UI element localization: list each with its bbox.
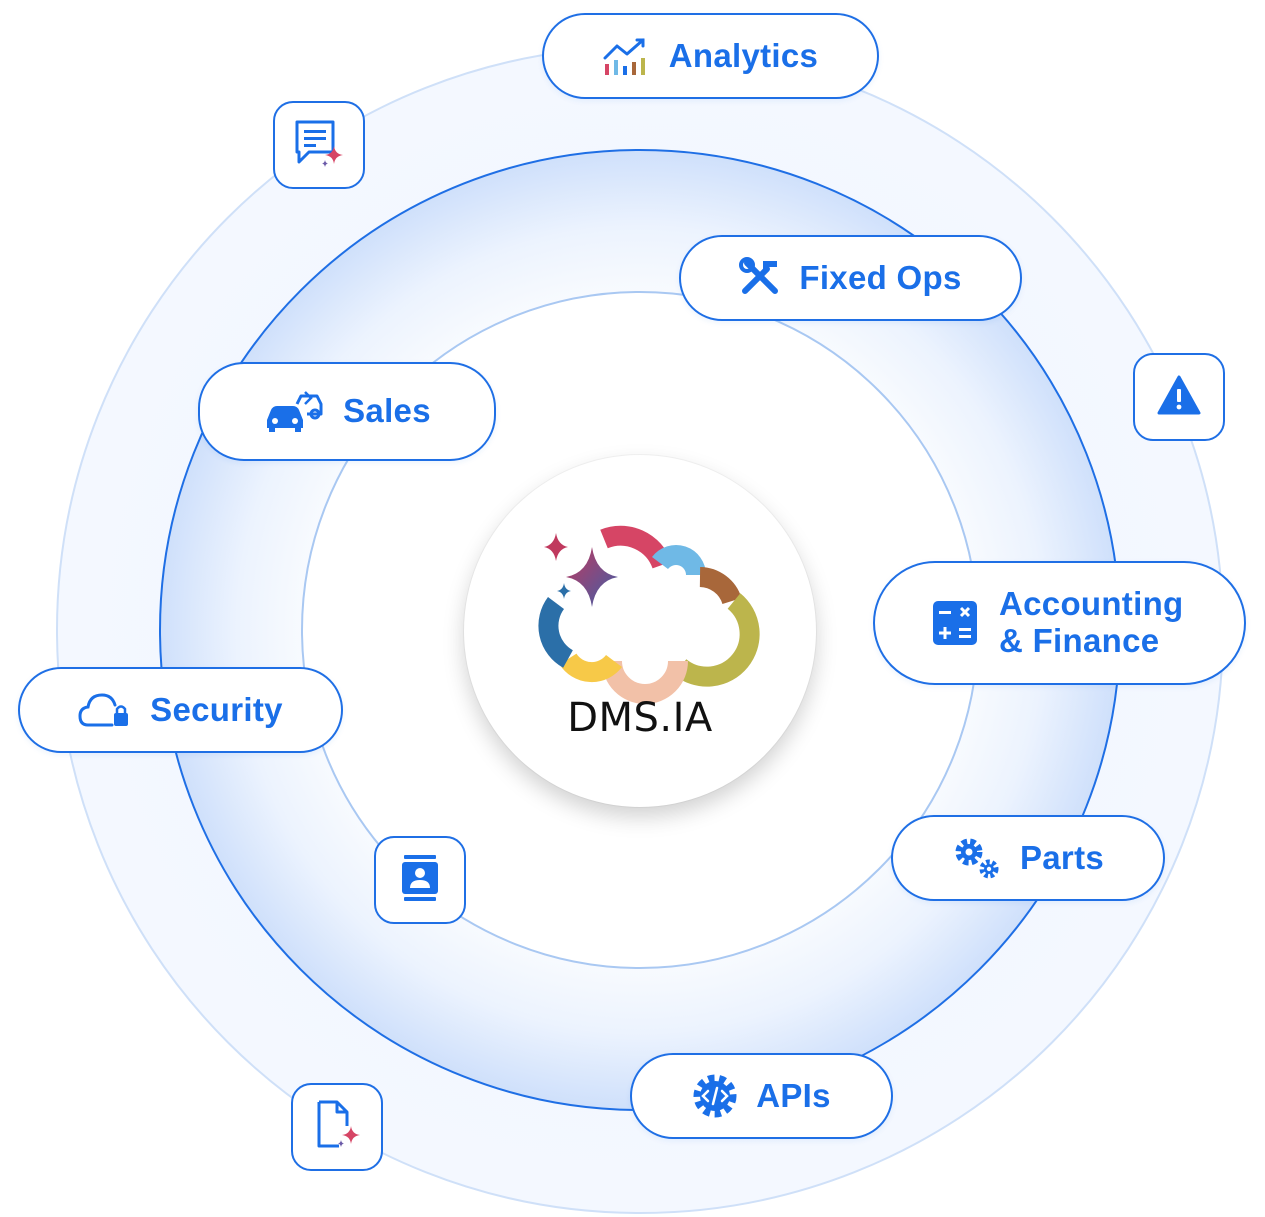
apis-pill[interactable]: APIs: [630, 1053, 893, 1139]
fixed-ops-pill[interactable]: Fixed Ops: [679, 235, 1022, 321]
ai-chat-icon: [293, 118, 345, 173]
parts-label: Parts: [1019, 838, 1105, 876]
analytics-chart-icon: [603, 36, 651, 76]
analytics-pill[interactable]: Analytics: [542, 13, 879, 99]
car-sales-icon: [263, 390, 325, 434]
dms-ia-center: DMS.IA: [464, 455, 816, 807]
ai-document-icon: [313, 1100, 361, 1155]
sales-label: Sales: [343, 392, 431, 430]
cloud-lock-icon: [78, 691, 132, 729]
tools-icon: [739, 257, 781, 299]
apis-label: APIs: [756, 1076, 831, 1114]
accounting-label-line2: & Finance: [999, 622, 1160, 659]
security-pill[interactable]: Security: [18, 667, 343, 753]
ai-document-tile[interactable]: [291, 1083, 383, 1171]
contact-card-icon: [400, 854, 440, 906]
parts-pill[interactable]: Parts: [891, 815, 1165, 901]
accounting-finance-pill[interactable]: Accounting & Finance: [873, 561, 1246, 685]
analytics-label: Analytics: [668, 36, 819, 74]
contact-card-tile[interactable]: [374, 836, 466, 924]
dms-ia-logo-icon: [538, 525, 760, 704]
warning-tile[interactable]: [1133, 353, 1225, 441]
gears-icon: [952, 835, 1002, 881]
ai-chat-tile[interactable]: [273, 101, 365, 189]
code-gear-icon: [692, 1073, 738, 1119]
accounting-finance-label: Accounting & Finance: [999, 585, 1184, 660]
accounting-label-line1: Accounting: [999, 585, 1184, 623]
warning-icon: [1157, 375, 1201, 420]
fixed-ops-label: Fixed Ops: [799, 258, 962, 296]
sales-pill[interactable]: Sales: [198, 362, 496, 461]
calculator-icon: [933, 601, 977, 645]
security-label: Security: [150, 690, 283, 728]
brand-name: DMS.IA: [567, 695, 713, 741]
